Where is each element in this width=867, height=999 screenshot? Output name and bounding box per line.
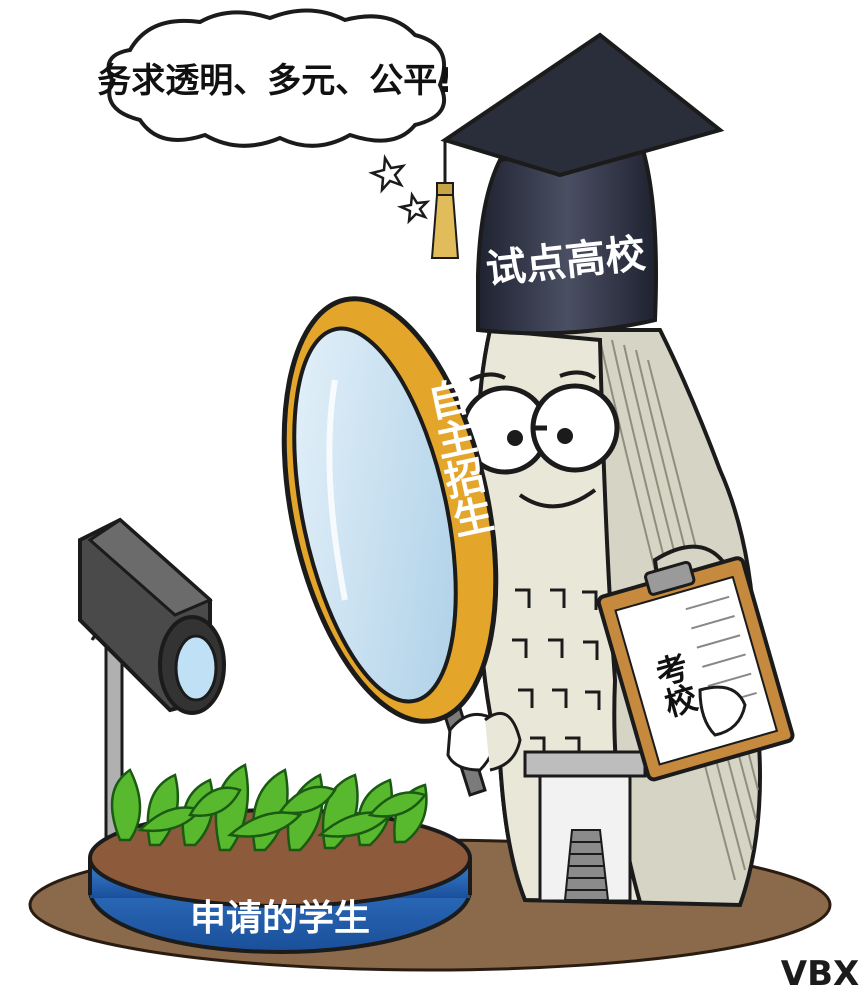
magnifying-glass: 自主招生 — [281, 296, 499, 724]
petri-dish: 申请的学生 — [88, 763, 472, 954]
speech-bubble: 务求透明、多元、公平! — [97, 8, 453, 148]
artist-signature: VBX — [781, 954, 859, 994]
sprouts — [110, 763, 428, 852]
character-face — [460, 370, 620, 509]
hand-right — [698, 685, 747, 737]
magnifier-handle — [438, 693, 522, 797]
sparkle-icon — [368, 154, 431, 225]
speech-bubble-text: 务求透明、多元、公平! — [97, 61, 453, 101]
camera-icon — [78, 517, 226, 857]
dish-label: 申请的学生 — [190, 897, 370, 939]
graduation-cap: 试点高校 — [430, 32, 725, 336]
tassel-icon — [430, 140, 460, 259]
door-stairs — [523, 750, 647, 903]
